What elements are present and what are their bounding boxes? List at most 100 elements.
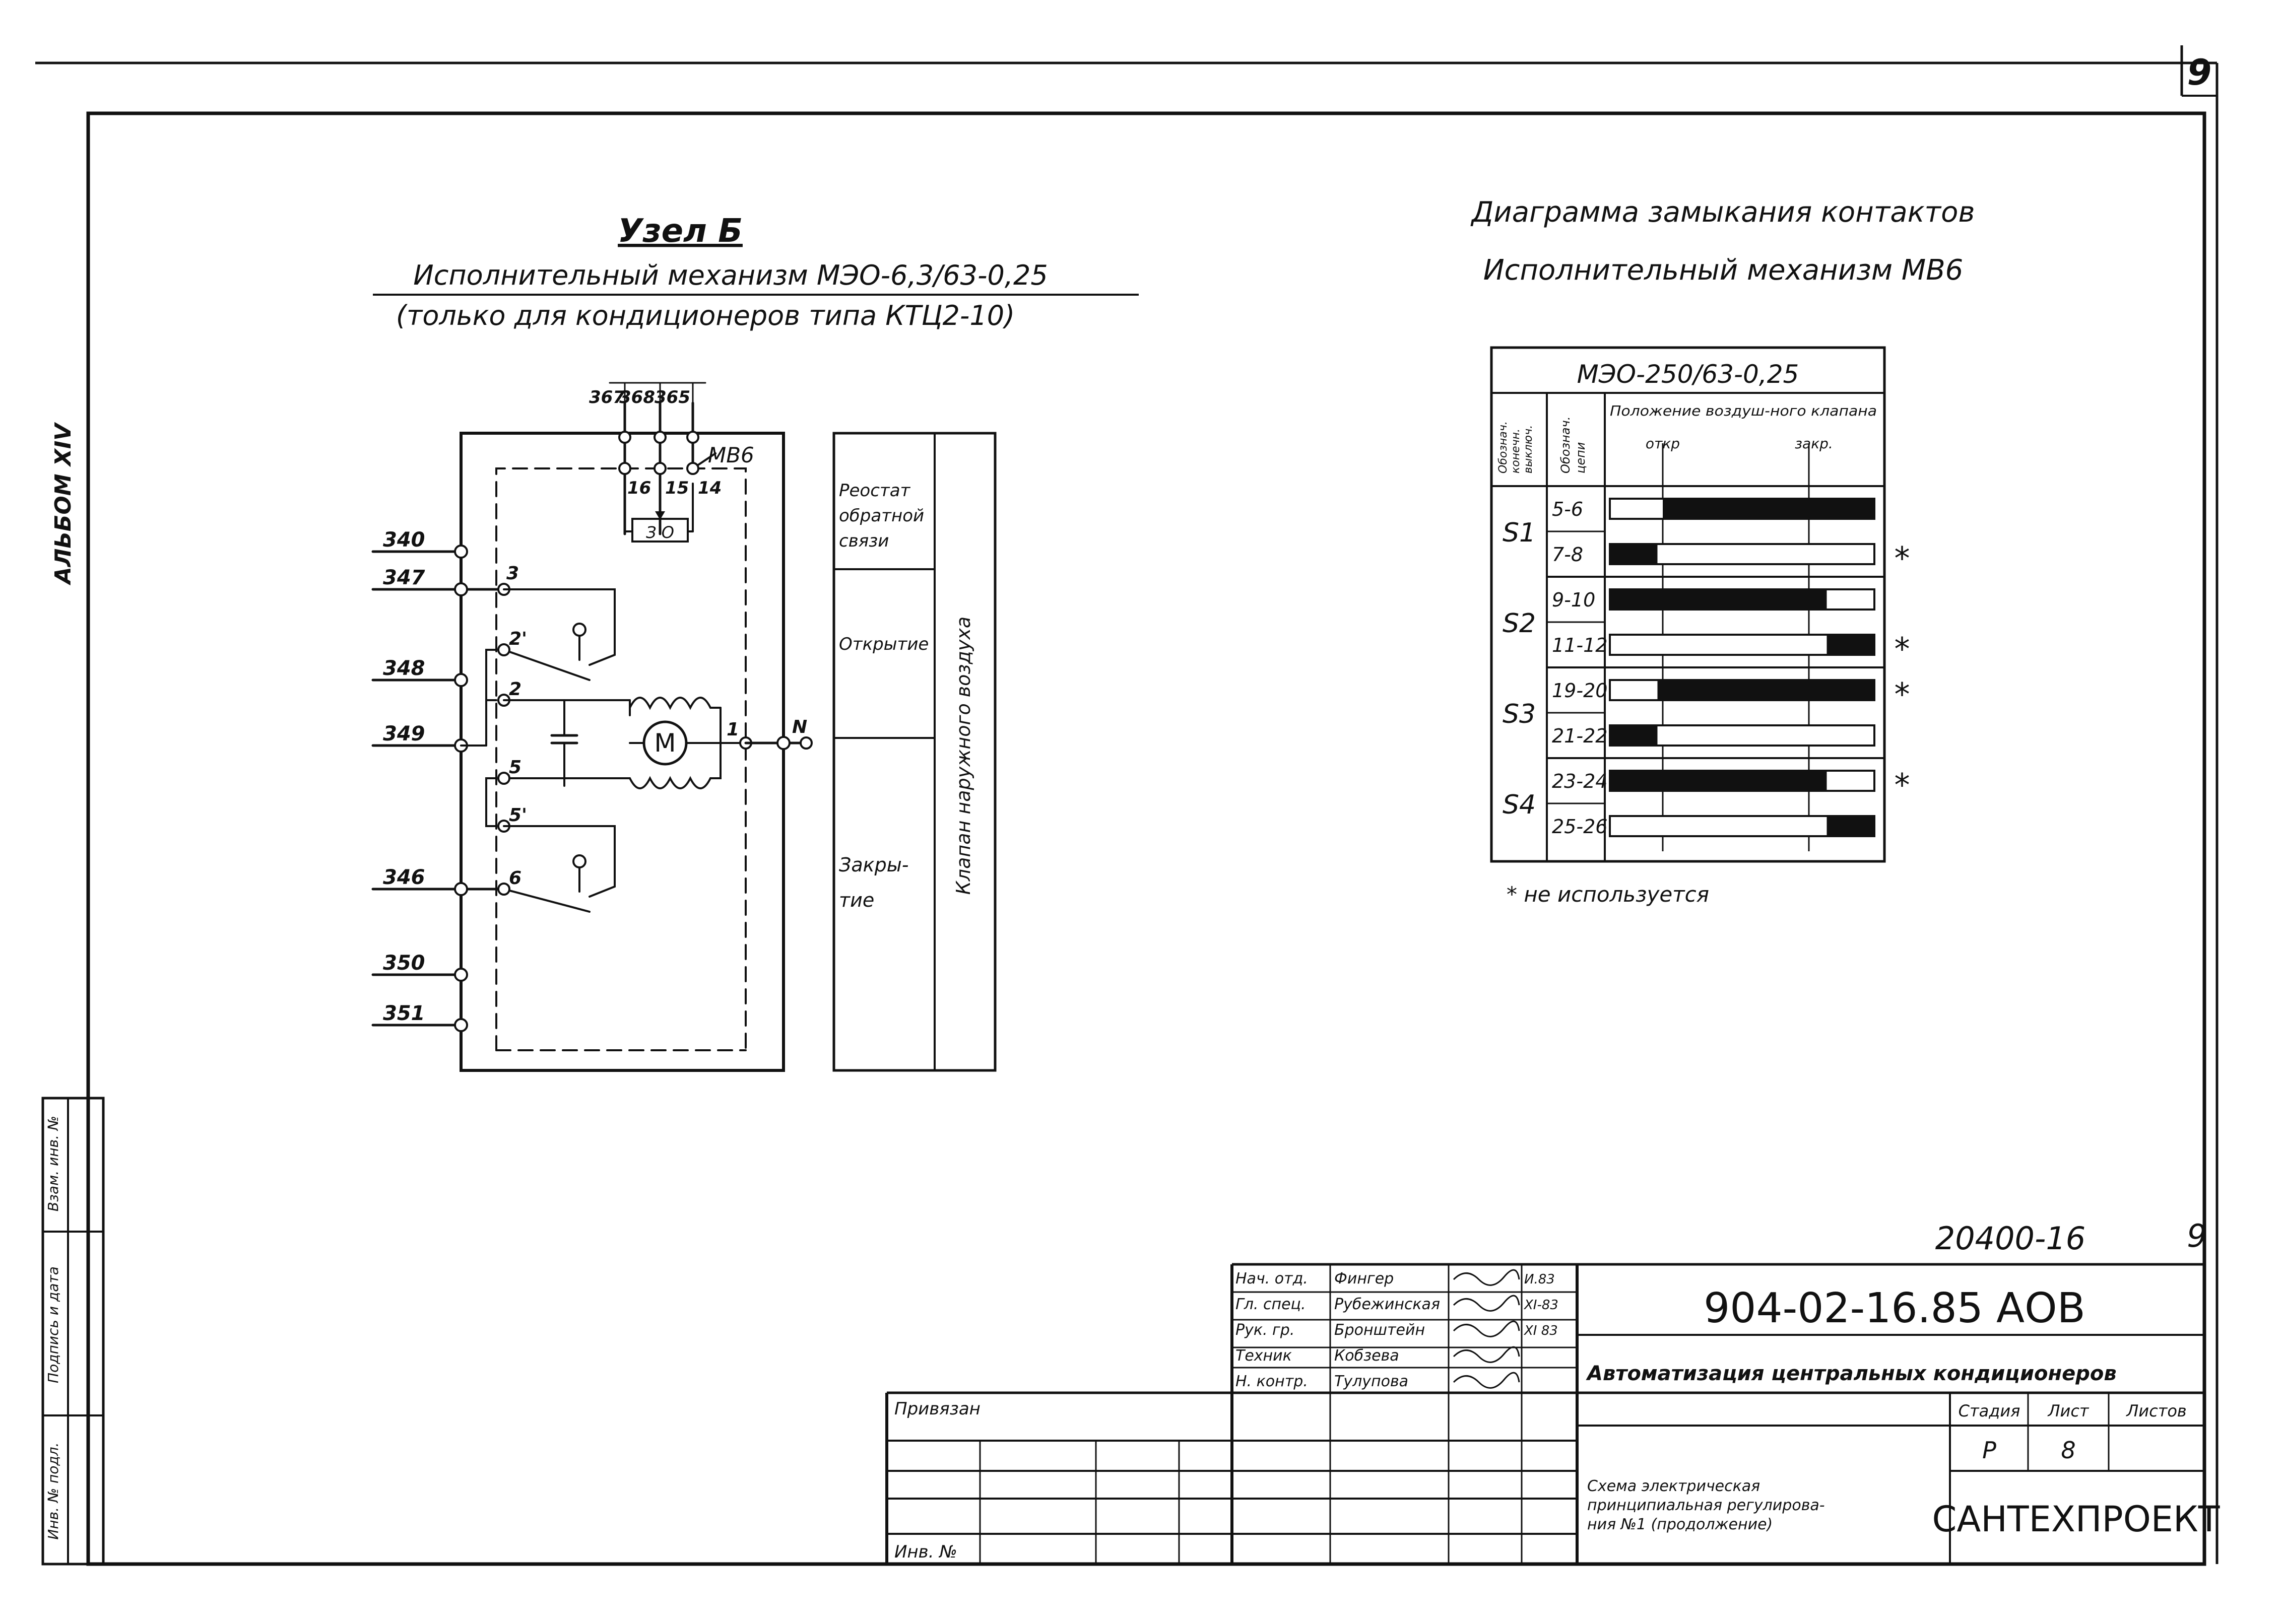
contact-closed-bar — [1610, 589, 1827, 610]
hdr-switch-2: конечн. — [1510, 429, 1522, 473]
circuit-label: 19-20 — [1552, 680, 1607, 702]
title-block — [885, 1263, 2204, 1564]
inner-terminal-15: 15 — [665, 478, 689, 498]
function-legend: Реостат обратной связи Открытие Закры- т… — [832, 432, 997, 1072]
drawing-title-2: принципиальная регулирова- — [1587, 1497, 1825, 1514]
legend-close-1: Закры- — [839, 854, 908, 876]
unused-mark: * — [1895, 676, 1910, 713]
terminal-365: 365 — [655, 387, 690, 408]
project-name: Автоматизация центральных кондиционеров — [1586, 1362, 2117, 1385]
hdr-position: Положение воздуш-ного клапана — [1610, 402, 1877, 419]
doc-small-sheet: 9 — [2187, 1217, 2206, 1254]
legend-close-2: тие — [839, 889, 874, 911]
hdr-circuit-1: Обознач. — [1558, 417, 1573, 473]
signature-name: Бронштейн — [1334, 1321, 1425, 1339]
drawing-frame — [35, 45, 2219, 1566]
terminal-340: 340 — [383, 528, 425, 552]
terminal-347: 347 — [383, 566, 425, 589]
diagram-footnote: * не используется — [1507, 882, 1709, 907]
signature-date: XI-83 — [1523, 1298, 1558, 1313]
node-title: Узел Б — [618, 213, 743, 250]
doc-code: 904-02-16.85 АОВ — [1704, 1284, 2085, 1332]
signature-role: Гл. спец. — [1235, 1296, 1306, 1313]
circuit-label: 5-6 — [1552, 498, 1583, 520]
contact-closed-bar — [1827, 816, 1874, 836]
signature-date: XI 83 — [1523, 1323, 1558, 1338]
circuit-label: 11-12 — [1552, 634, 1607, 656]
legend-open: Открытие — [839, 634, 929, 654]
schematic-labels: 367 368 365 МВ6 16 15 14 З О 340 347 348… — [383, 387, 807, 1025]
node-note: (только для кондиционеров типа КТЦ2-10) — [396, 300, 1015, 331]
legend-side-label: Клапан наружного воздуха — [952, 617, 974, 895]
album-label: АЛЬБОМ XIV — [50, 422, 76, 585]
sheet-header: Лист — [2047, 1401, 2089, 1420]
hdr-circuit-2: цепи — [1574, 442, 1588, 473]
motor-label: М — [654, 728, 676, 758]
device-label: МВ6 — [708, 443, 754, 467]
unused-mark: * — [1895, 540, 1910, 577]
contact-closed-bar — [1663, 499, 1874, 519]
sheet-value: 8 — [2061, 1437, 2075, 1464]
margin-label-inventory: Инв. № подл. — [45, 1442, 61, 1539]
signature-role: Нач. отд. — [1235, 1270, 1308, 1288]
legend-rheostat-2: обратной — [839, 506, 924, 526]
signature-role: Техник — [1235, 1347, 1292, 1365]
unused-mark: * — [1895, 767, 1910, 803]
terminal-350: 350 — [383, 952, 425, 975]
circuit-label: 7-8 — [1552, 544, 1583, 566]
hdr-switch-1: Обознач. — [1497, 421, 1510, 473]
hdr-open: откр — [1646, 435, 1680, 452]
legend-rheostat-3: связи — [839, 531, 889, 551]
contact-2-prime: 2' — [509, 629, 527, 649]
signature-date: И.83 — [1524, 1272, 1555, 1287]
switch-label: S3 — [1503, 699, 1536, 729]
contact-closed-bar — [1657, 680, 1874, 700]
contact-closed-bar — [1610, 725, 1658, 746]
margin-label-signature: Подпись и дата — [45, 1266, 61, 1383]
contact-6: 6 — [509, 868, 521, 889]
legend-rheostat-1: Реостат — [839, 481, 911, 501]
sheets-header: Листов — [2126, 1401, 2187, 1420]
signature-name: Кобзева — [1334, 1347, 1399, 1365]
switch-label: S2 — [1503, 608, 1536, 639]
actuator-schematic — [371, 382, 813, 1072]
hdr-closed: закр. — [1795, 435, 1833, 452]
switch-label: S4 — [1503, 790, 1536, 820]
circuit-label: 25-26 — [1552, 816, 1607, 838]
inventory-label: Инв. № — [894, 1542, 957, 1562]
contact-3: 3 — [506, 563, 519, 584]
terminal-349: 349 — [383, 722, 425, 746]
motor-terminal: 1 — [727, 719, 739, 740]
inner-terminal-16: 16 — [627, 478, 651, 498]
hdr-switch-3: выключ. — [1522, 425, 1535, 473]
signature-name: Фингер — [1334, 1270, 1394, 1288]
terminal-348: 348 — [383, 657, 425, 680]
circuit-label: 21-22 — [1552, 725, 1607, 747]
signature-role: Рук. гр. — [1235, 1321, 1294, 1339]
margin-label-replace: Взам. инв. № — [45, 1116, 61, 1211]
node-subtitle: Исполнительный механизм МЭО-6,3/63-0,25 — [413, 259, 1048, 291]
signature-scribble — [1453, 1269, 1520, 1286]
terminal-346: 346 — [383, 866, 425, 889]
diagram-model: МЭО-250/63-0,25 — [1577, 360, 1799, 389]
contact-2: 2 — [509, 679, 521, 700]
terminal-367: 367 — [589, 387, 625, 408]
signature-scribble — [1453, 1295, 1520, 1312]
signature-scribble — [1453, 1372, 1520, 1389]
margin-stamp: Взам. инв. № Подпись и дата Инв. № подл. — [41, 1097, 105, 1566]
drawing-title-3: ния №1 (продолжение) — [1587, 1516, 1773, 1533]
circuit-label: 23-24 — [1552, 770, 1607, 792]
diagram-title: Диаграмма замыкания контактов — [1470, 196, 1975, 229]
organization: САНТЕХПРОЕКТ — [1932, 1499, 2220, 1540]
terminal-368: 368 — [619, 387, 655, 408]
contact-closed-bar — [1610, 771, 1827, 791]
signature-scribble — [1453, 1346, 1520, 1363]
contact-closed-bar — [1827, 635, 1874, 655]
signature-scribble — [1453, 1320, 1520, 1337]
stage-header: Стадия — [1959, 1401, 2020, 1420]
sheet-number: 9 — [2187, 52, 2212, 93]
terminal-351: 351 — [383, 1002, 425, 1025]
